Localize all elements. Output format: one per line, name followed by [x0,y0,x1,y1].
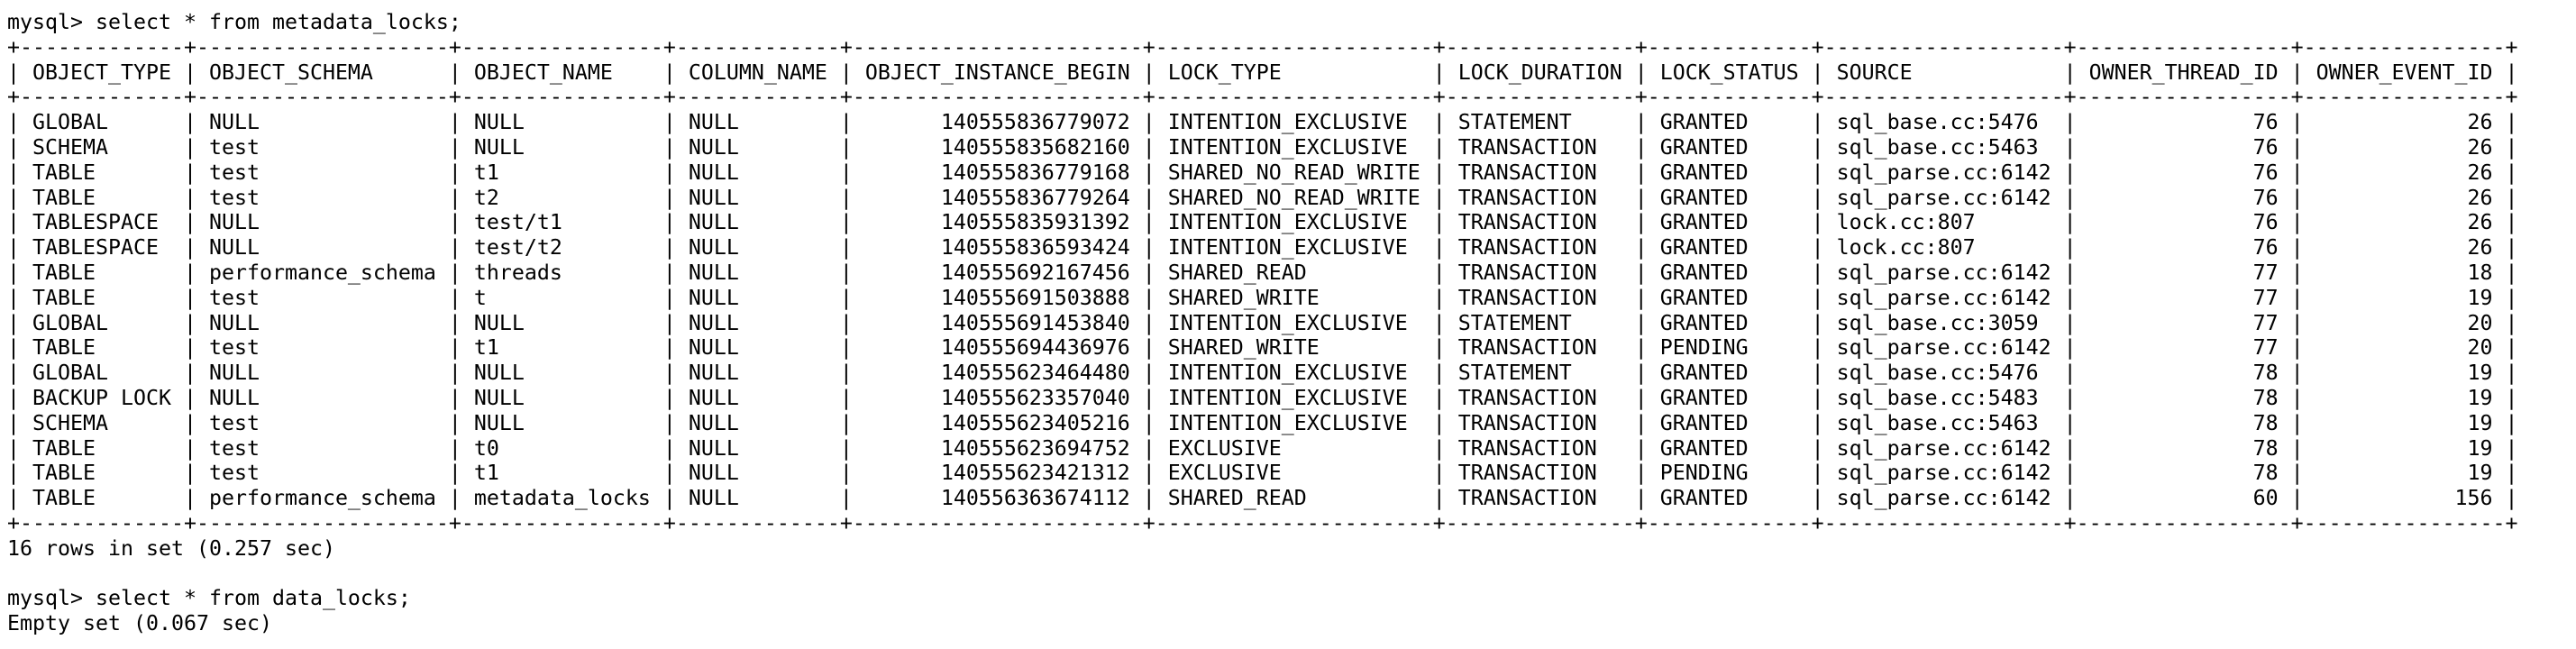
metadata-locks-result-table: +-------------+--------------------+----… [7,34,2518,535]
result-summary-data-locks: Empty set (0.067 sec) [7,611,272,636]
mysql-query-metadata-locks: mysql> select * from metadata_locks; [7,10,461,34]
mysql-query-data-locks: mysql> select * from data_locks; [7,586,411,611]
terminal-output: mysql> select * from metadata_locks; +--… [7,10,2518,636]
result-summary-metadata-locks: 16 rows in set (0.257 sec) [7,535,335,561]
